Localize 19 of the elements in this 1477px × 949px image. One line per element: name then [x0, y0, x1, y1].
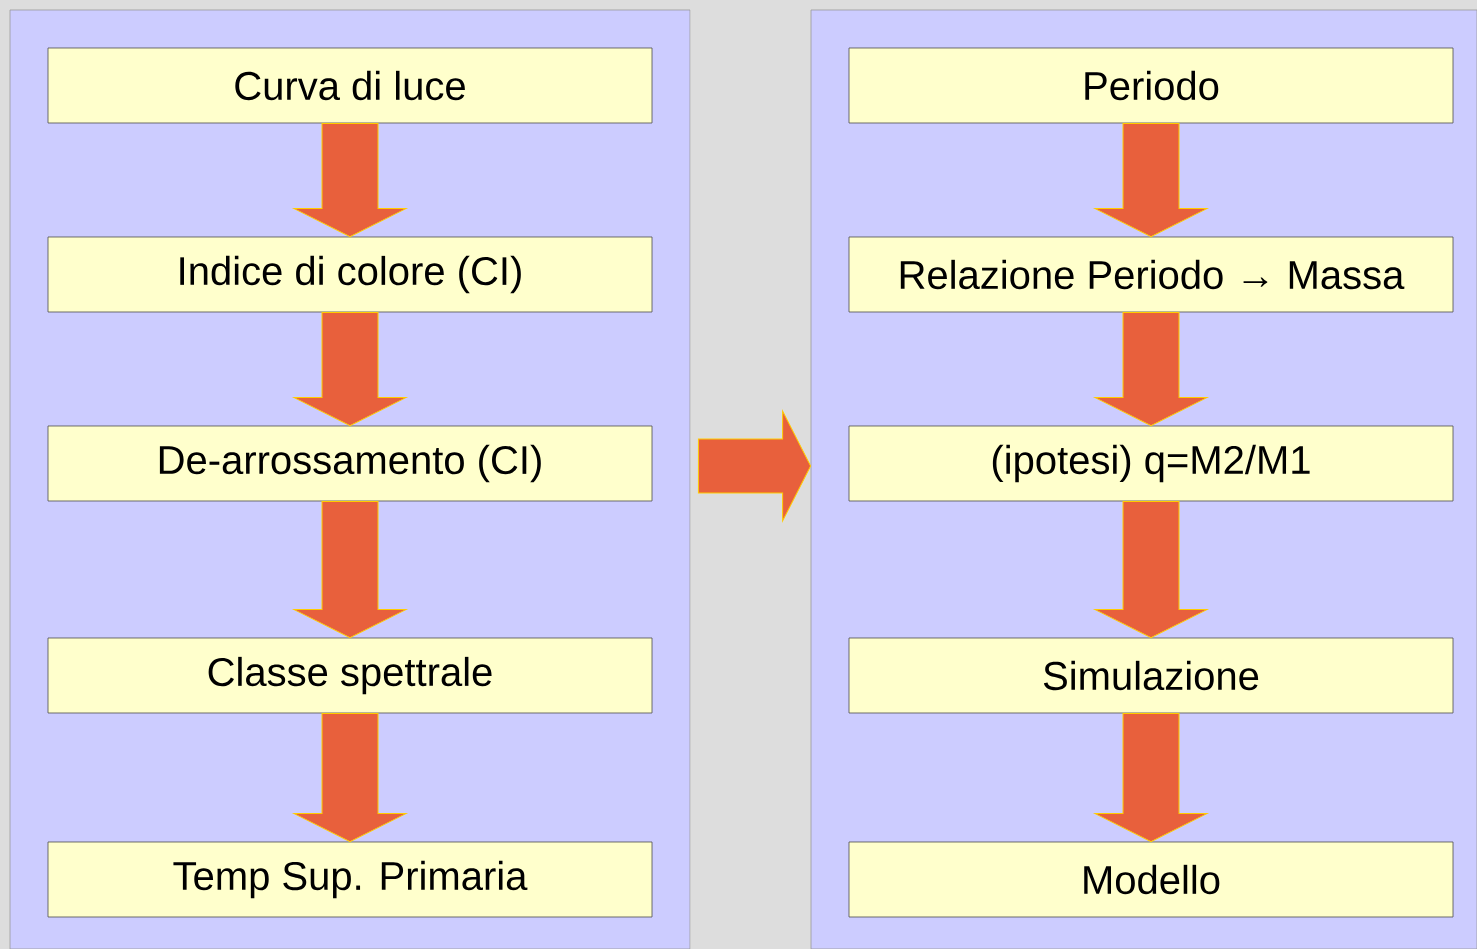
arrow [293, 311, 407, 427]
arrow [697, 410, 812, 522]
process-box: (ipotesi) q=M2/M1 [848, 425, 1454, 502]
arrow [1094, 311, 1208, 427]
process-box: Simulazione [848, 637, 1454, 714]
process-box: Relazione Periodo → Massa [848, 236, 1454, 313]
process-box: Classe spettrale [47, 637, 653, 714]
arrow [293, 122, 407, 238]
arrow [1094, 122, 1208, 238]
process-box: De-arrossamento (CI) [47, 425, 653, 502]
arrow [293, 712, 407, 843]
process-box: Modello [848, 841, 1454, 918]
process-box: Periodo [848, 47, 1454, 124]
process-box: Indice di colore (CI) [47, 236, 653, 313]
process-box: Temp Sup. Primaria [47, 841, 653, 918]
arrow [1094, 712, 1208, 843]
arrow [293, 500, 407, 639]
process-box: Curva di luce [47, 47, 653, 124]
arrow [1094, 500, 1208, 639]
